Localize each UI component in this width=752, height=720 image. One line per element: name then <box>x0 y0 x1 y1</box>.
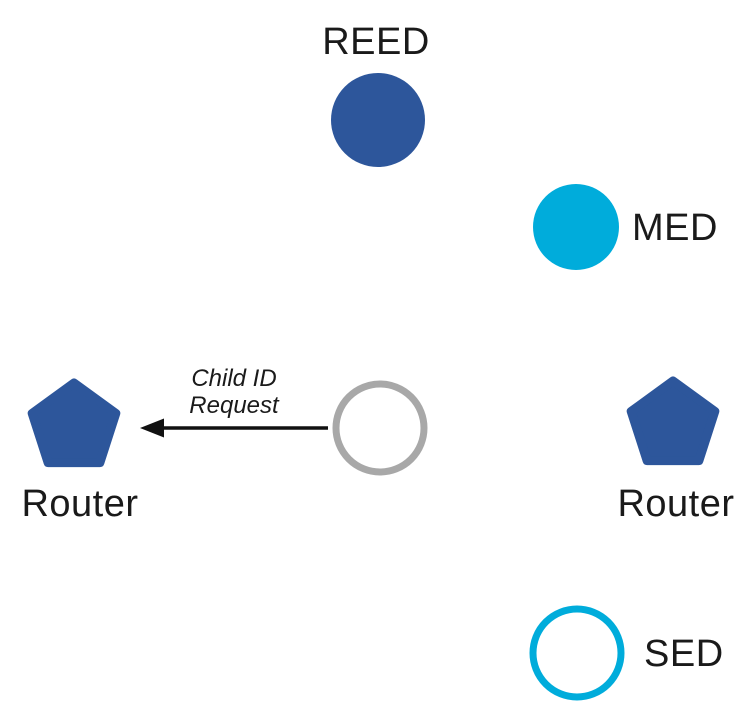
med-node-circle <box>533 184 619 270</box>
reed-label: REED <box>322 21 430 63</box>
router-right-pentagon <box>626 376 720 466</box>
joining-device-node-circle <box>332 380 428 476</box>
arrowhead-icon <box>140 418 164 438</box>
message-label-line2: Request <box>189 392 280 419</box>
message-label-line1: Child ID <box>191 365 276 392</box>
sed-node-circle <box>529 605 625 701</box>
reed-node-circle <box>331 73 425 167</box>
router-left-label: Router <box>21 483 138 525</box>
router-right-label: Router <box>617 483 734 525</box>
med-label: MED <box>632 207 718 249</box>
router-left-pentagon <box>27 378 121 468</box>
child-id-request-arrow <box>140 418 328 438</box>
sed-label: SED <box>644 633 724 675</box>
